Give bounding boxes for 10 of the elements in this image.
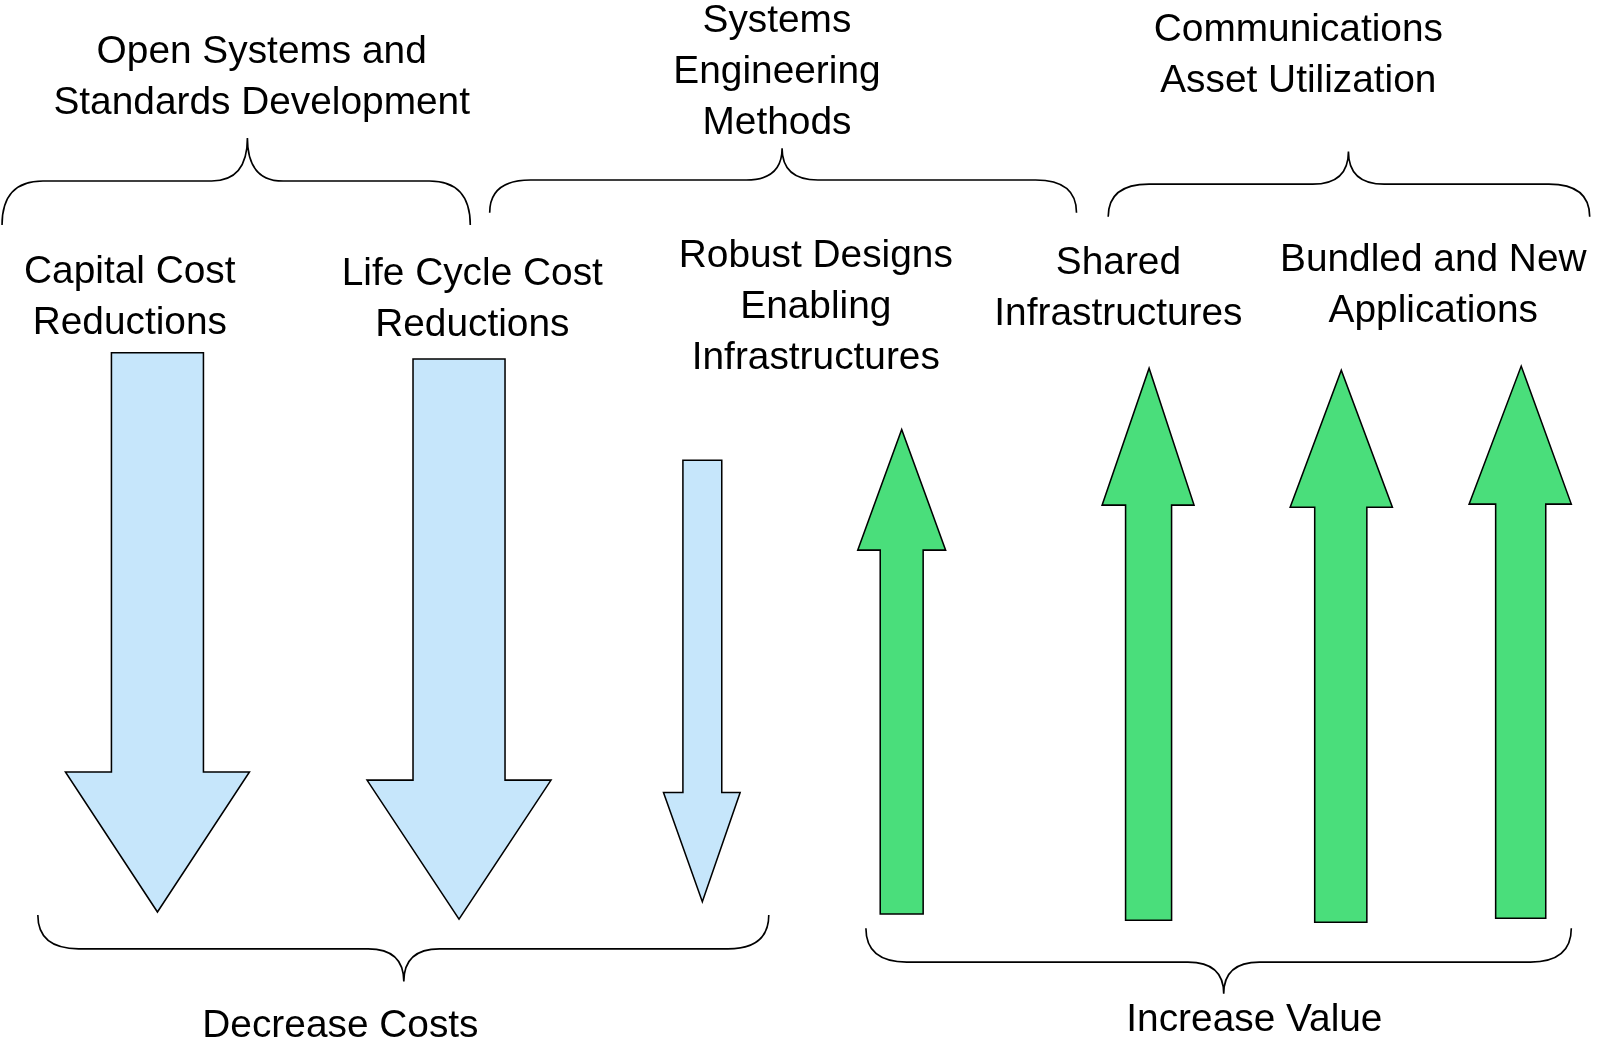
group-label: Open Systems and Standards Development — [52, 26, 471, 124]
arrow-label: Robust Designs Enabling Infrastructures — [677, 230, 954, 380]
arrow-label: Life Cycle Cost Reductions — [340, 249, 604, 347]
arrow-label: Capital Cost Reductions — [23, 247, 237, 345]
summary-label: Decrease Costs — [201, 1000, 480, 1044]
group-label: Systems Engineering Methods — [672, 0, 882, 145]
arrow-label: Shared Infrastructures — [993, 238, 1244, 336]
summary-label: Increase Value — [1125, 994, 1384, 1041]
arrow-label: Bundled and New Applications — [1279, 235, 1588, 333]
group-label: Communications Asset Utilization — [1152, 5, 1444, 103]
